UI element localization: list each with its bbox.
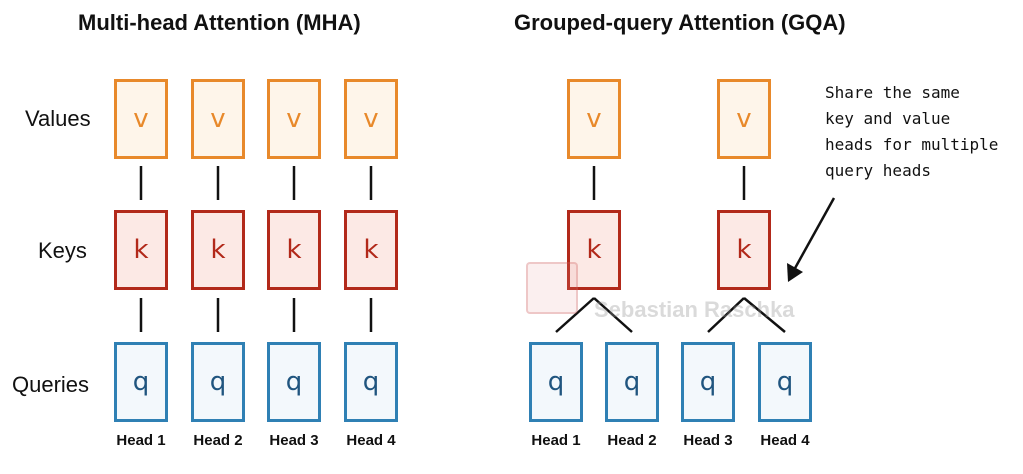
keys-label: Keys: [38, 238, 87, 263]
gqa-kq-line-3: [707, 297, 745, 333]
gqa-kq-line-2: [593, 297, 633, 333]
annotation-arrow-head: [787, 263, 803, 282]
mha-value-box-1: v: [114, 79, 168, 159]
gqa-query-box-3: q: [681, 342, 735, 422]
gqa-head-label-3: Head 3: [683, 432, 733, 449]
gqa-title: Grouped-query Attention (GQA): [514, 10, 846, 35]
mha-key-box-1: k: [114, 210, 168, 290]
mha-key-box-2: k: [191, 210, 245, 290]
mha-head-label-3: Head 3: [269, 432, 319, 449]
mha-value-box-3: v: [267, 79, 321, 159]
annotation-arrow-shaft: [792, 197, 836, 271]
gqa-query-box-1: q: [529, 342, 583, 422]
mha-value-box-4: v: [344, 79, 398, 159]
annotation-line-4: query heads: [825, 161, 931, 180]
gqa-query-box-4: q: [758, 342, 812, 422]
annotation-note: Share the same key and value heads for m…: [825, 80, 1015, 184]
gqa-kq-line-4: [743, 297, 786, 333]
values-label: Values: [25, 106, 91, 131]
watermark-logo: [526, 262, 578, 314]
annotation-line-1: Share the same: [825, 83, 960, 102]
gqa-head-label-4: Head 4: [760, 432, 810, 449]
queries-label: Queries: [12, 372, 90, 397]
watermark-text: Sebastian Raschka: [594, 297, 795, 322]
gqa-query-box-2: q: [605, 342, 659, 422]
annotation-line-2: key and value: [825, 109, 951, 128]
annotation-line-3: heads for multiple: [825, 135, 999, 154]
mha-key-box-3: k: [267, 210, 321, 290]
mha-title: Multi-head Attention (MHA): [78, 10, 361, 35]
gqa-kq-line-1: [555, 297, 595, 333]
gqa-key-box-1: k: [567, 210, 621, 290]
mha-query-box-2: q: [191, 342, 245, 422]
gqa-value-box-1: v: [567, 79, 621, 159]
gqa-head-label-1: Head 1: [531, 432, 581, 449]
mha-head-label-4: Head 4: [346, 432, 396, 449]
mha-value-box-2: v: [191, 79, 245, 159]
mha-head-label-2: Head 2: [193, 432, 243, 449]
mha-key-box-4: k: [344, 210, 398, 290]
gqa-value-box-2: v: [717, 79, 771, 159]
gqa-head-label-2: Head 2: [607, 432, 657, 449]
mha-query-box-3: q: [267, 342, 321, 422]
mha-query-box-4: q: [344, 342, 398, 422]
mha-query-box-1: q: [114, 342, 168, 422]
mha-head-label-1: Head 1: [116, 432, 166, 449]
gqa-key-box-2: k: [717, 210, 771, 290]
